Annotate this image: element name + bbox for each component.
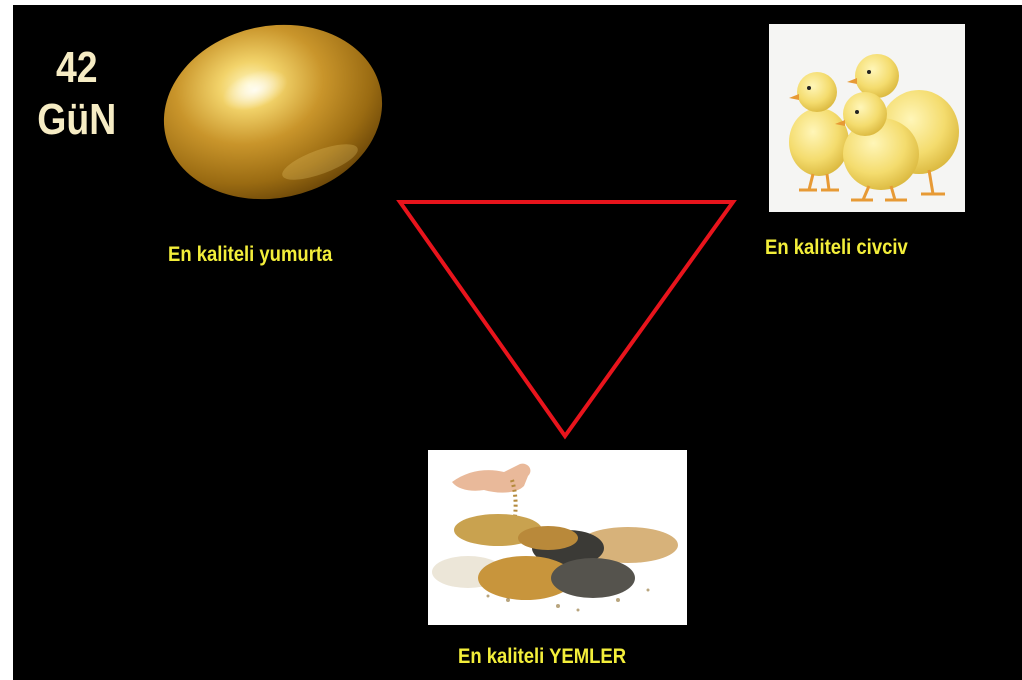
egg-caption: En kaliteli yumurta <box>168 243 332 267</box>
golden-egg-icon <box>160 22 390 202</box>
triangle-outline <box>400 202 733 436</box>
feed-caption: En kaliteli YEMLER <box>458 645 626 669</box>
feed-grains-photo <box>428 450 687 625</box>
chicks-photo <box>769 24 965 212</box>
duration-number: 42 <box>30 42 124 94</box>
duration-unit: GüN <box>30 94 124 146</box>
duration-label: 42 GüN <box>30 42 124 146</box>
triangle-diagram <box>395 196 740 441</box>
chick-caption: En kaliteli civciv <box>765 236 908 260</box>
